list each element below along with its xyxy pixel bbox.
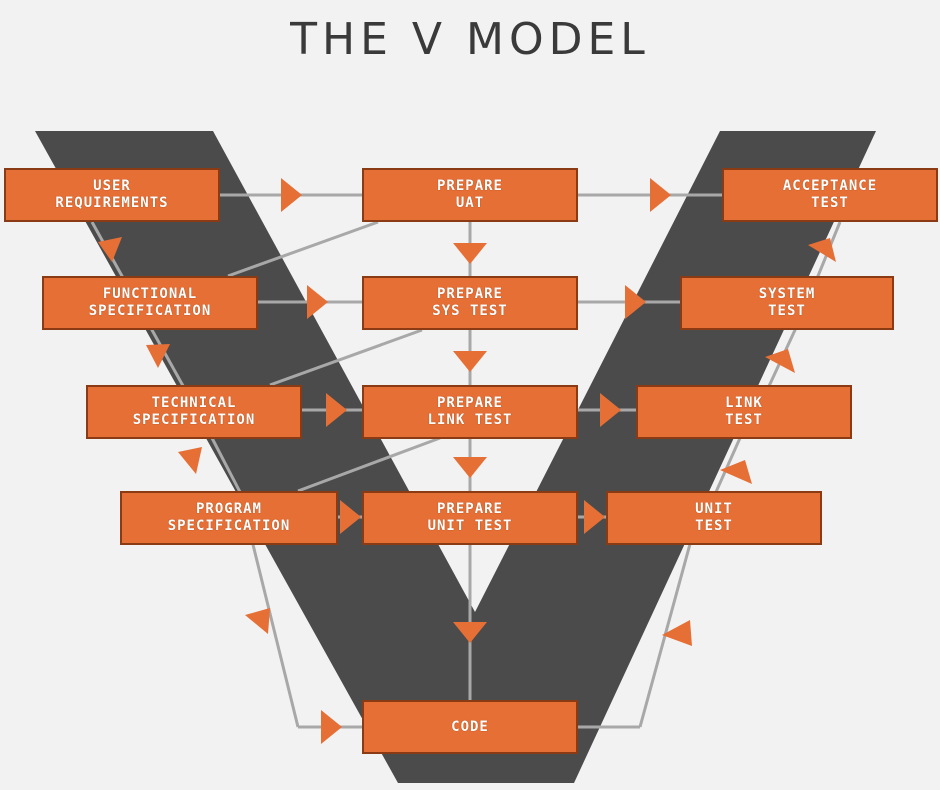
- box-label: TECHNICAL SPECIFICATION: [132, 395, 256, 428]
- box-program-specification: PROGRAM SPECIFICATION: [120, 491, 338, 545]
- arrow-right-icon: [625, 285, 646, 319]
- arrow-down-icon: [453, 351, 487, 372]
- arrow-right-icon: [584, 500, 605, 534]
- arrow-down-icon: [453, 243, 487, 264]
- box-prepare-sys-test: PREPARE SYS TEST: [362, 276, 578, 330]
- box-label: UNIT TEST: [695, 501, 733, 534]
- arrow-up-right-icon: [808, 238, 836, 262]
- box-acceptance-test: ACCEPTANCE TEST: [722, 168, 938, 222]
- box-functional-specification: FUNCTIONAL SPECIFICATION: [42, 276, 258, 330]
- box-prepare-uat: PREPARE UAT: [362, 168, 578, 222]
- box-label: SYSTEM TEST: [758, 286, 816, 319]
- box-label: PROGRAM SPECIFICATION: [167, 501, 291, 534]
- arrow-right-icon: [650, 178, 671, 212]
- arrow-up-right-icon: [720, 460, 752, 484]
- arrow-up-left-icon: [178, 447, 202, 474]
- box-prepare-unit-test: PREPARE UNIT TEST: [362, 491, 578, 545]
- arrow-down-icon: [453, 622, 487, 643]
- box-system-test: SYSTEM TEST: [680, 276, 894, 330]
- box-label: PREPARE UAT: [436, 178, 503, 211]
- arrow-right-icon: [600, 393, 621, 427]
- arrow-up-left-icon: [245, 608, 270, 634]
- arrow-right-icon: [281, 178, 302, 212]
- box-label: PREPARE SYS TEST: [432, 286, 508, 319]
- box-label: ACCEPTANCE TEST: [782, 178, 878, 211]
- box-unit-test: UNIT TEST: [606, 491, 822, 545]
- arrow-right-icon: [321, 710, 342, 744]
- box-technical-specification: TECHNICAL SPECIFICATION: [86, 385, 302, 439]
- box-label: USER REQUIREMENTS: [55, 178, 169, 211]
- box-label: FUNCTIONAL SPECIFICATION: [88, 286, 212, 319]
- diag-link-to-prog: [297, 436, 441, 493]
- arrow-down-icon: [453, 457, 487, 478]
- arrow-up-left-icon: [98, 237, 122, 262]
- box-label: PREPARE UNIT TEST: [427, 501, 513, 534]
- box-code: CODE: [362, 700, 578, 754]
- box-link-test: LINK TEST: [636, 385, 852, 439]
- arrow-right-icon: [307, 285, 328, 319]
- box-prepare-link-test: PREPARE LINK TEST: [362, 385, 578, 439]
- box-user-requirements: USER REQUIREMENTS: [4, 168, 220, 222]
- box-label: CODE: [451, 718, 489, 735]
- arrow-right-icon: [340, 500, 361, 534]
- diagram-title: THE V MODEL: [290, 14, 650, 65]
- box-label: LINK TEST: [725, 395, 763, 428]
- diag-uat-to-func: [227, 220, 379, 278]
- diag-sys-to-tech: [269, 328, 423, 387]
- box-label: PREPARE LINK TEST: [427, 395, 513, 428]
- arrow-up-left-icon: [146, 344, 170, 368]
- arrow-right-icon: [326, 393, 347, 427]
- arrow-up-right-icon: [662, 620, 692, 646]
- arrow-up-right-icon: [765, 349, 795, 373]
